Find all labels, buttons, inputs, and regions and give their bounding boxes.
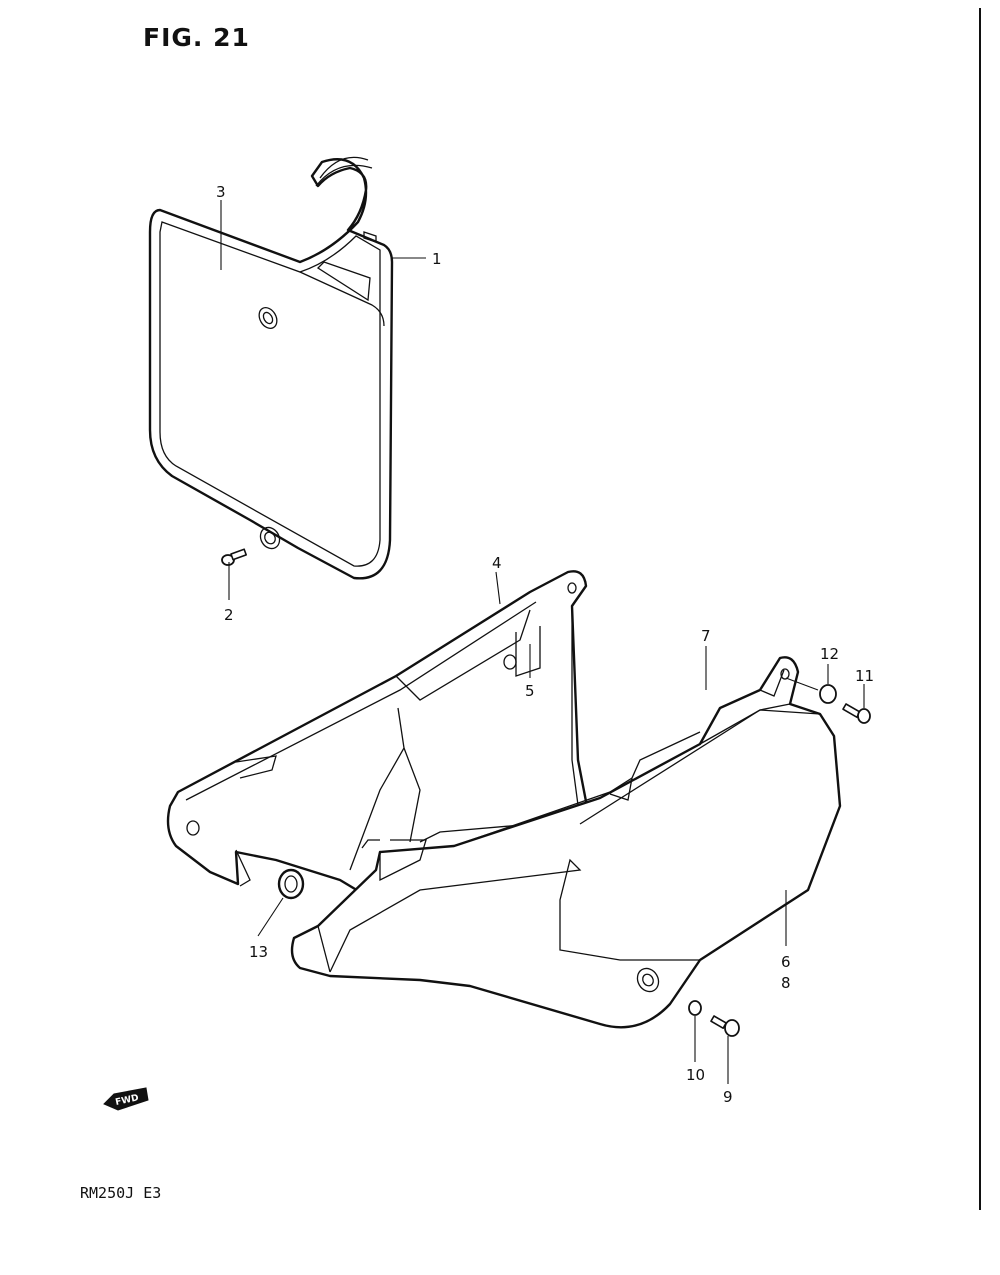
right-side-cover-part xyxy=(290,656,842,1029)
callout-6: 6 xyxy=(781,953,791,971)
bolt-icon xyxy=(842,703,871,724)
callout-11: 11 xyxy=(855,667,874,685)
leader-lines xyxy=(220,200,865,1084)
callout-4: 4 xyxy=(492,554,502,572)
forward-arrow-icon: FWD xyxy=(103,1087,149,1111)
number-plate-part xyxy=(148,156,394,580)
forward-badge-label: FWD xyxy=(115,1093,140,1108)
callout-8: 8 xyxy=(781,974,791,992)
callout-12: 12 xyxy=(820,645,839,663)
grommet-icon xyxy=(277,868,305,900)
collar-icon xyxy=(819,684,837,704)
screw-icon xyxy=(710,1015,740,1037)
callout-10: 10 xyxy=(686,1066,705,1084)
callout-1: 1 xyxy=(432,250,442,268)
callout-2: 2 xyxy=(224,606,234,624)
callout-5: 5 xyxy=(525,682,535,700)
callout-7: 7 xyxy=(701,627,711,645)
model-code: RM250J E3 xyxy=(80,1184,161,1202)
callout-9: 9 xyxy=(723,1088,733,1106)
screw-icon xyxy=(221,548,248,566)
figure-title: FIG. 21 xyxy=(143,23,250,52)
callout-13: 13 xyxy=(249,943,268,961)
callout-3: 3 xyxy=(216,183,226,201)
bushing-icon xyxy=(688,1000,702,1016)
